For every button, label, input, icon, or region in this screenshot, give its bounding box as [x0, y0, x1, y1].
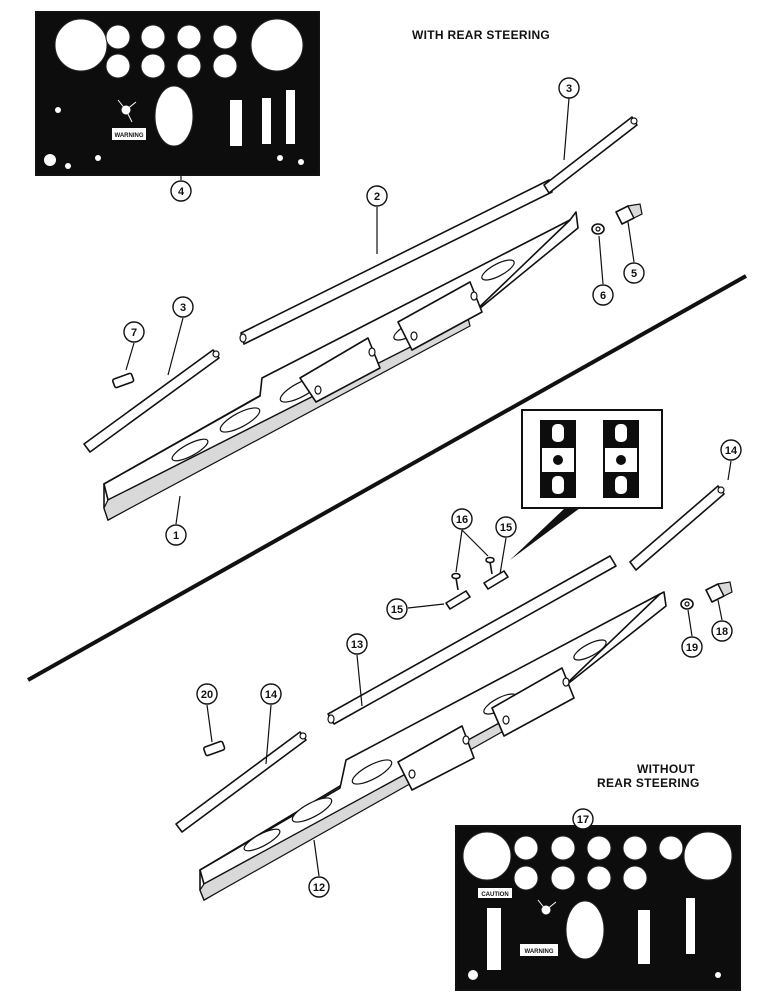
tray-assembly-1: [103, 211, 579, 521]
gauge-large-left: [54, 18, 108, 72]
screw-16-right: [485, 556, 495, 575]
svg-text:20: 20: [201, 689, 213, 701]
slot-right: [286, 90, 295, 144]
slot-mid: [262, 98, 271, 144]
svg-text:18: 18: [716, 626, 728, 638]
nut-19: [680, 598, 694, 610]
screw-5: [615, 203, 643, 225]
tray-assembly-12: [199, 591, 667, 901]
caution-decal: [478, 888, 512, 898]
gauge-small: [105, 24, 131, 50]
instrument-panel-without-rear-steering: CAUTION WARNING: [455, 825, 741, 991]
callout-12: 12: [308, 876, 330, 898]
gauge-large-left: [462, 831, 512, 881]
svg-text:14: 14: [265, 689, 278, 701]
callout-2: 2: [366, 185, 388, 207]
callout-19: 19: [681, 636, 703, 658]
rod-14-left: [175, 731, 307, 833]
svg-text:14: 14: [725, 445, 738, 457]
svg-text:5: 5: [631, 268, 637, 280]
leader-lines: [125, 97, 732, 877]
svg-text:3: 3: [180, 302, 186, 314]
svg-text:15: 15: [500, 522, 512, 534]
svg-text:17: 17: [577, 814, 589, 826]
warning-decal-label: WARNING: [115, 133, 144, 139]
divider-line: [27, 274, 747, 682]
heading-with-rear-steering: WITH REAR STEERING: [412, 28, 551, 42]
gauge-small: [212, 24, 238, 50]
key-switch-opening: [565, 900, 605, 960]
gauge-small: [176, 24, 202, 50]
heading-without-line2: REAR STEERING: [597, 776, 700, 790]
clip-15-right: [483, 570, 509, 590]
callout-13: 13: [346, 633, 368, 655]
callout-16: 16: [451, 508, 473, 530]
callout-15-right: 15: [495, 516, 517, 538]
slot-right: [686, 898, 695, 954]
rod-3-left: [83, 349, 220, 453]
callout-5: 5: [623, 262, 645, 284]
gauge-small: [176, 53, 202, 79]
gauge-large-right: [683, 831, 733, 881]
slot-left: [638, 910, 650, 964]
slot-left: [230, 100, 242, 146]
rod-3-upper: [543, 116, 638, 194]
selector-dial: [117, 99, 137, 123]
gauge-small: [212, 53, 238, 79]
warning-decal: [520, 944, 558, 956]
svg-text:2: 2: [374, 191, 380, 203]
caution-strip: [487, 908, 501, 970]
gauge-small: [105, 53, 131, 79]
svg-text:6: 6: [600, 290, 606, 302]
callout-1: 1: [165, 524, 187, 546]
callout-15-left: 15: [386, 598, 408, 620]
selector-dial: [537, 899, 557, 915]
callout-18: 18: [711, 620, 733, 642]
svg-text:19: 19: [686, 642, 698, 654]
callout-4: 4: [170, 180, 192, 202]
callout-14-left: 14: [260, 683, 282, 705]
svg-text:4: 4: [178, 186, 185, 198]
trim-strip-2: [239, 179, 553, 345]
gauge-large-right: [250, 18, 304, 72]
gauge-small: [140, 53, 166, 79]
grommet-7: [111, 372, 135, 389]
grommet-20: [202, 740, 226, 757]
svg-text:15: 15: [391, 604, 403, 616]
callout-6: 6: [592, 284, 614, 306]
screw-18: [705, 581, 733, 603]
svg-text:13: 13: [351, 639, 363, 651]
callout-7: 7: [123, 321, 145, 343]
gauge-small: [140, 24, 166, 50]
clip-detail-inset: [510, 409, 663, 560]
warning-decal: [112, 128, 146, 140]
callout-17: 17: [572, 808, 594, 830]
callout-20: 20: [196, 683, 218, 705]
panel-screw: [44, 154, 56, 166]
heading-without-line1: WITHOUT: [637, 762, 696, 776]
screw-16-left: [451, 572, 461, 591]
svg-text:16: 16: [456, 514, 468, 526]
svg-text:3: 3: [566, 83, 572, 95]
rod-14-upper: [629, 485, 725, 571]
trim-strip-13: [327, 555, 617, 725]
callout-3-left: 3: [172, 296, 194, 318]
svg-text:1: 1: [173, 530, 179, 542]
callout-14-upper: 14: [720, 439, 742, 461]
instrument-panel-with-rear-steering: WARNING: [35, 11, 320, 176]
callout-3-upper: 3: [558, 77, 580, 99]
warning-decal-label: WARNING: [525, 949, 554, 955]
clip-15-left: [445, 590, 471, 610]
nut-6: [591, 223, 605, 235]
svg-text:12: 12: [313, 882, 325, 894]
key-switch-opening: [154, 85, 194, 147]
caution-decal-label: CAUTION: [481, 892, 508, 898]
svg-text:7: 7: [131, 327, 137, 339]
